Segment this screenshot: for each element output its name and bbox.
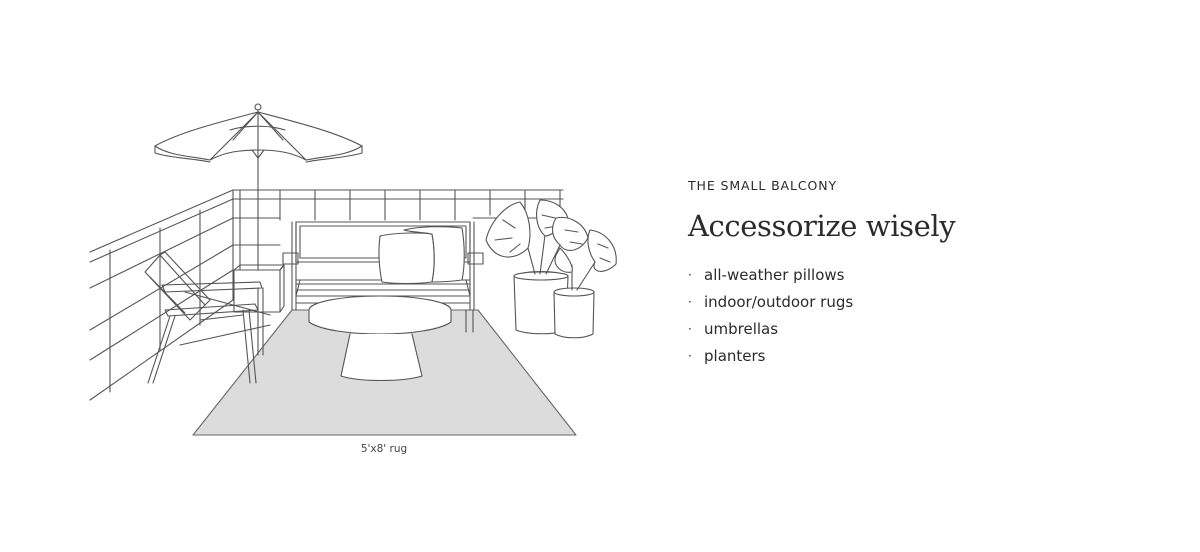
bullet-icon: · <box>688 322 692 336</box>
bullet-icon: · <box>688 295 692 309</box>
planter-icon <box>485 199 617 339</box>
bullet-icon: · <box>688 268 692 282</box>
content-panel: THE SMALL BALCONY Accessorize wisely · al… <box>688 178 1148 373</box>
balcony-illustration <box>89 103 617 436</box>
coffee-table-icon <box>308 295 452 382</box>
umbrella-icon <box>154 103 363 271</box>
railing-icon <box>89 189 564 401</box>
rug-caption: 5'x8' rug <box>360 443 408 455</box>
list-item: · all-weather pillows <box>688 265 1148 292</box>
list-item: · planters <box>688 346 1148 373</box>
list-item-label: indoor/outdoor rugs <box>704 293 854 311</box>
list-item-label: all-weather pillows <box>704 266 845 284</box>
bullet-icon: · <box>688 349 692 363</box>
page-title: Accessorize wisely <box>688 209 956 243</box>
list-item-label: umbrellas <box>704 320 779 338</box>
chair-icon <box>144 251 271 384</box>
tips-list: · all-weather pillows · indoor/outdoor rug… <box>688 265 1148 373</box>
eyebrow-label: THE SMALL BALCONY <box>688 178 838 193</box>
list-item: · umbrellas <box>688 319 1148 346</box>
list-item-label: planters <box>704 347 766 365</box>
list-item: · indoor/outdoor rugs <box>688 292 1148 319</box>
side-table-icon <box>233 264 285 313</box>
